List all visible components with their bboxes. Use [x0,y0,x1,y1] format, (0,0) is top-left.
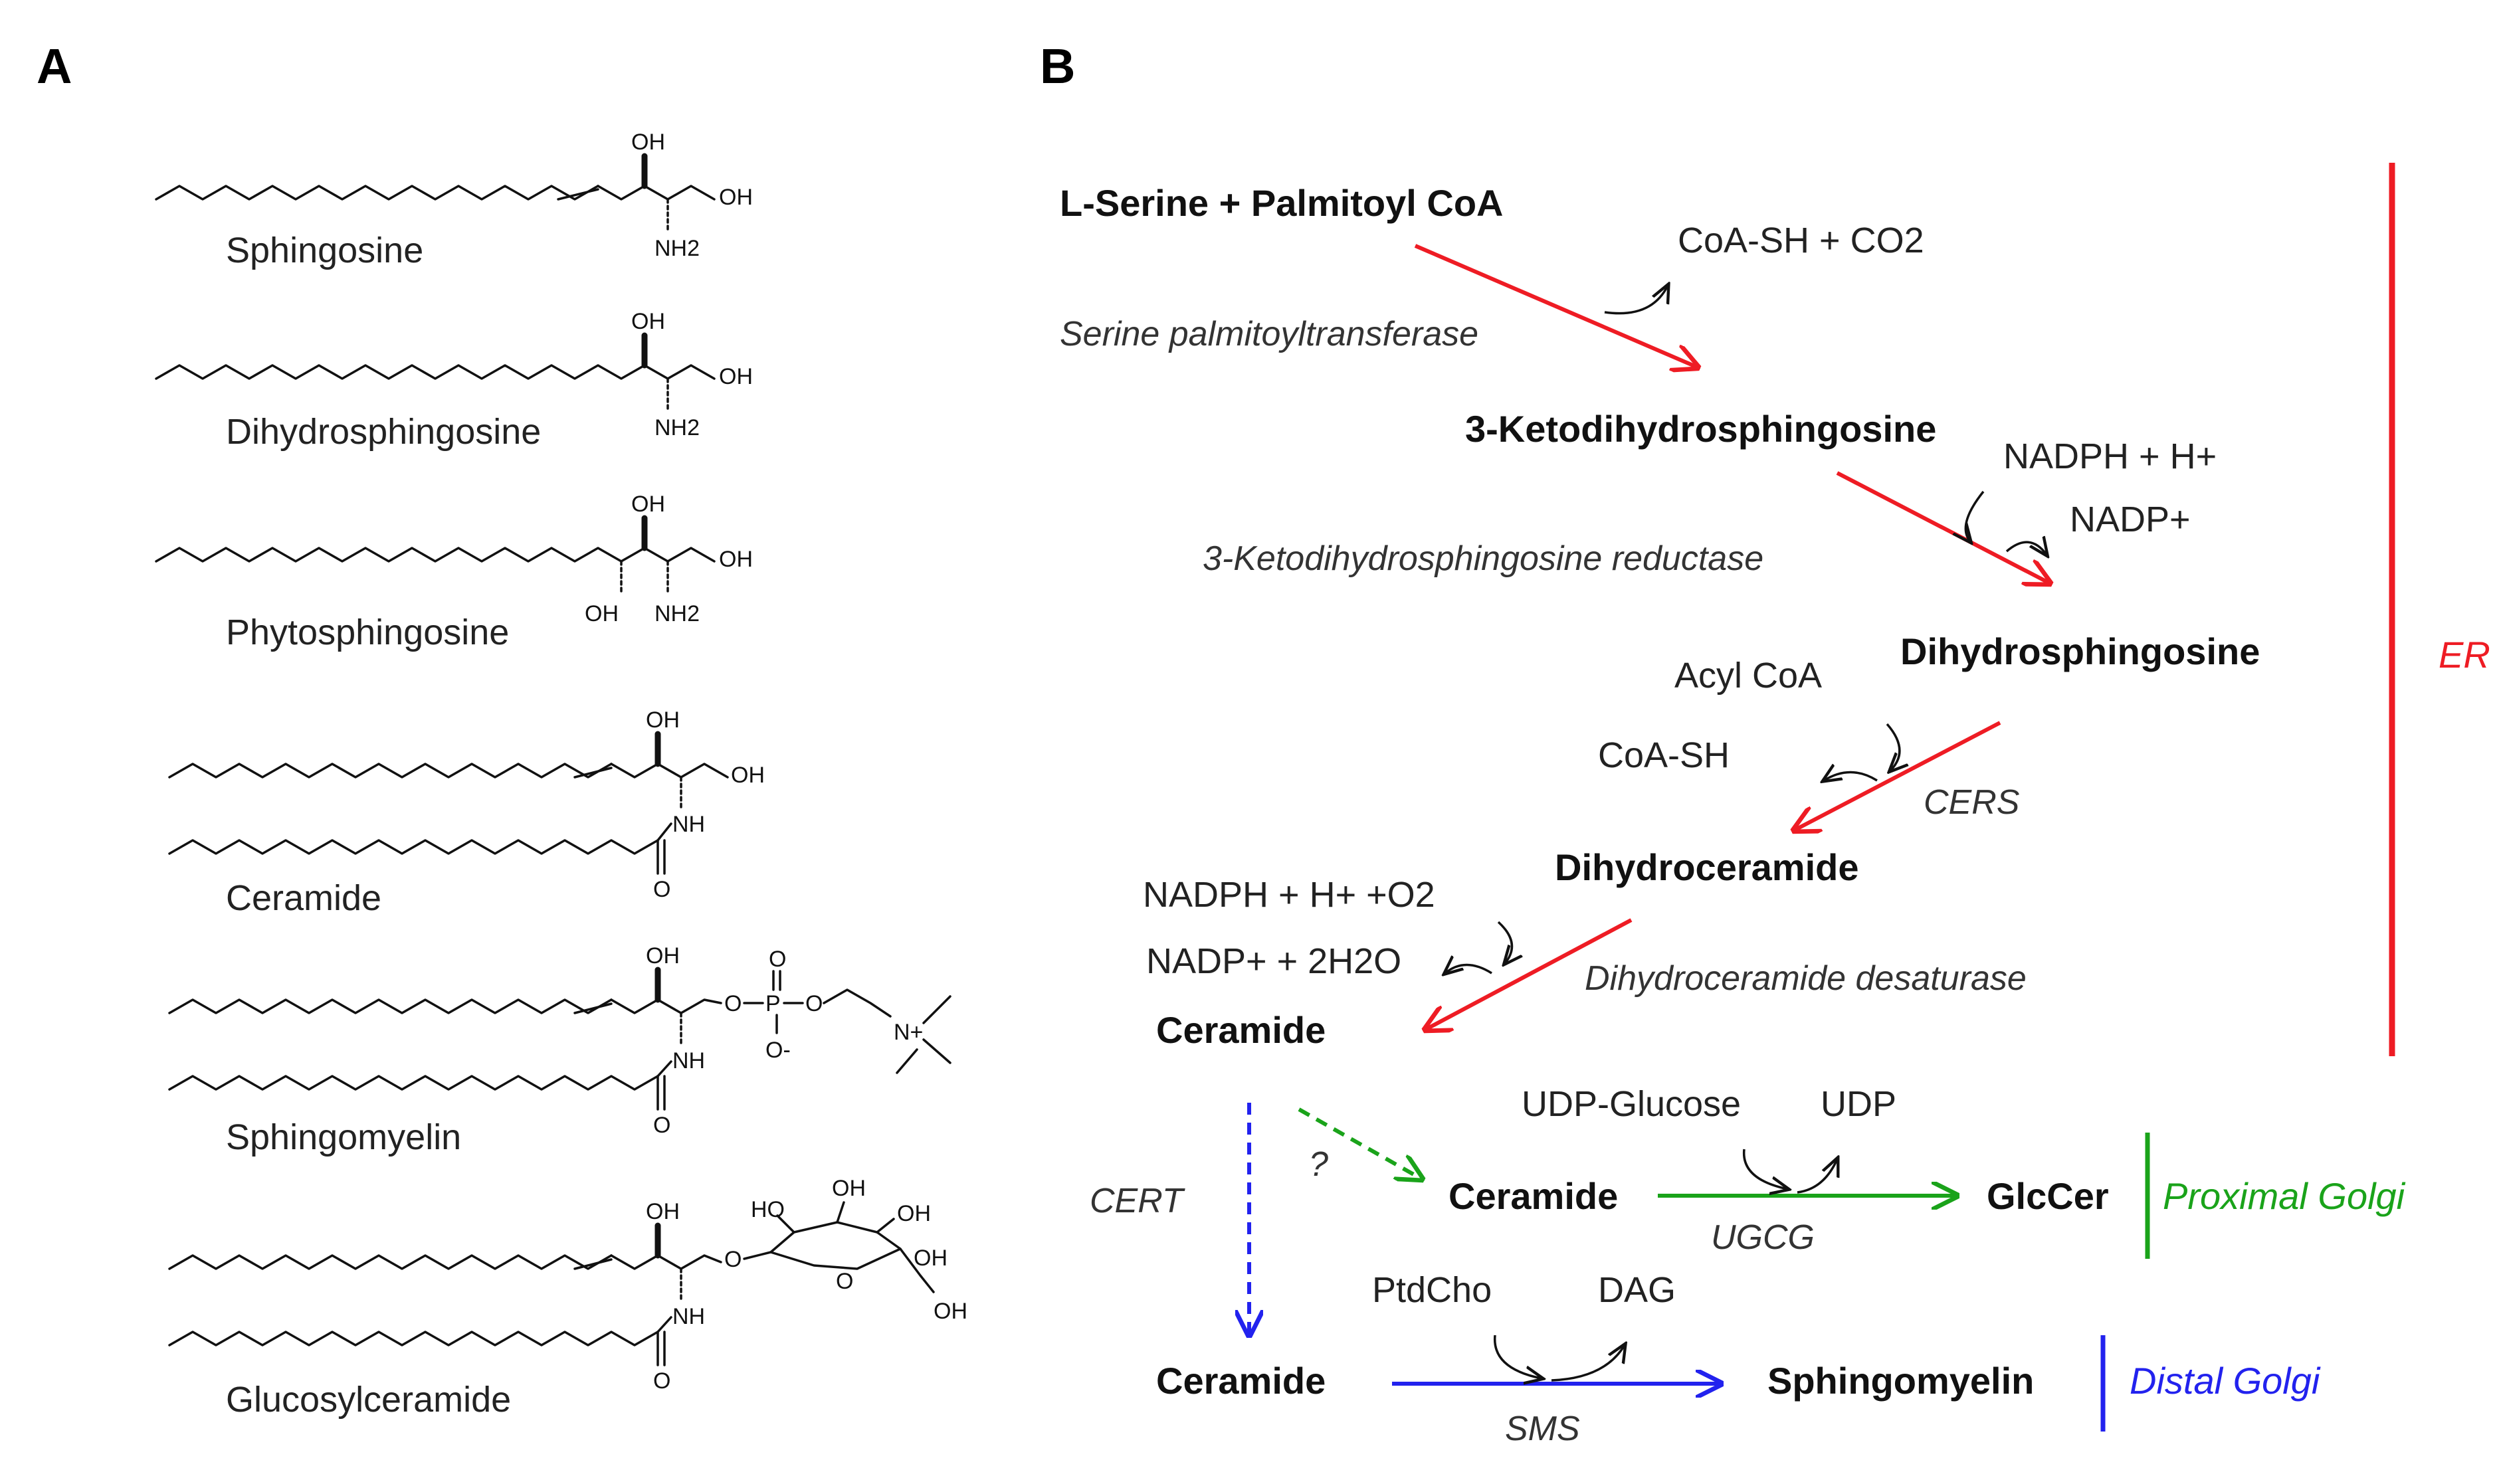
phytosphingosine-oh: OH [631,492,665,517]
step2-arrow [1836,471,2050,583]
sphingomyelin-o1: O [724,991,742,1016]
glucosylceramide-o2: O [653,1368,670,1394]
phytosphingosine-name: Phytosphingosine [226,612,509,652]
enzyme-dihydroceramide-desaturase: Dihydroceramide desaturase [1585,959,2027,998]
substrate-label: L-Serine + Palmitoyl CoA [1060,182,1504,224]
structure-dihydrosphingosine [155,332,716,410]
sphingomyelin-o2: O [769,947,786,972]
cofactor-nadph-h-o2: NADPH + H+ +O2 [1143,875,1435,915]
product-sphingomyelin: Sphingomyelin [1767,1360,2034,1402]
cofactor-nadph-h: NADPH + H+ [2003,436,2217,476]
glucosylceramide-nh: NH [672,1304,705,1329]
step3-cofactor-in-curl [1886,723,1900,771]
ugcg-cofactor-in-curl [1742,1149,1787,1189]
distal-ceramide-label: Ceramide [1156,1360,1326,1402]
glucosylceramide-ring-o: O [836,1269,853,1294]
ceramide-o: O [653,877,670,902]
product-dihydroceramide: Dihydroceramide [1555,846,1859,888]
proximal-golgi-label: Proximal Golgi [2163,1175,2406,1217]
sphingomyelin-n-plus: N+ [894,1020,923,1045]
glucosylceramide-name: Glucosylceramide [226,1380,511,1420]
structure-sphingomyelin [168,967,951,1111]
cofactor-coash-co2: CoA-SH + CO2 [1678,221,1924,260]
structure-sphingosine [155,153,716,231]
enzyme-ketodihydrosphingosine-reductase: 3-Ketodihydrosphingosine reductase [1203,539,1763,578]
cofactor-udp-glucose: UDP-Glucose [1522,1084,1741,1124]
ceramide-nh: NH [672,812,705,837]
step4-cofactor-out-curl [1445,965,1492,974]
er-label: ER [2439,634,2490,676]
step4-arrow [1425,918,1633,1030]
structure-glucosylceramide [168,1201,935,1366]
enzyme-sms: SMS [1505,1410,1580,1448]
glucosylceramide-oh2: OH [832,1176,866,1201]
step2-cofactor-out-curl [2005,542,2047,555]
dihydrosphingosine-name: Dihydrosphingosine [226,412,541,452]
panel-b-label: B [1040,39,1075,94]
step2-cofactor-in-curl [1965,490,1985,541]
sms-cofactor-out-curl [1551,1345,1625,1382]
sphingomyelin-name: Sphingomyelin [226,1117,461,1157]
step3-arrow [1794,721,2001,830]
ceramide-name: Ceramide [226,878,381,918]
sphingomyelin-nh: NH [672,1048,705,1073]
cofactor-dag: DAG [1598,1270,1676,1310]
phytosphingosine-oh2: OH [719,547,753,572]
phytosphingosine-oh3: OH [585,601,619,626]
distal-golgi-label: Distal Golgi [2130,1360,2321,1402]
enzyme-ugcg: UGCG [1711,1218,1815,1257]
dihydrosphingosine-oh2: OH [719,364,753,389]
cofactor-nadp: NADP+ [2070,500,2191,539]
enzyme-serine-palmitoyltransferase: Serine palmitoyltransferase [1060,315,1478,353]
cofactor-coash: CoA-SH [1598,735,1730,775]
product-glccer: GlcCer [1987,1175,2109,1217]
ugcg-cofactor-out-curl [1797,1159,1837,1194]
enzyme-cers: CERS [1924,783,2020,822]
step1-arrow [1414,244,1698,367]
cofactor-ptdcho: PtdCho [1372,1270,1492,1310]
structure-ceramide [168,731,729,875]
sphingomyelin-o-minus: O- [765,1038,791,1063]
glucosylceramide-oh5: OH [934,1299,967,1324]
phytosphingosine-nh2: NH2 [654,601,700,626]
sphingomyelin-p: P [765,991,781,1016]
sphingosine-oh: OH [631,130,665,155]
product-ketodihydrosphingosine: 3-Ketodihydrosphingosine [1465,408,1936,450]
sphingosine-name: Sphingosine [226,231,423,270]
product-ceramide-er: Ceramide [1156,1009,1326,1051]
cert-label: CERT [1090,1182,1185,1220]
cofactor-acyl-coa: Acyl CoA [1674,656,1822,696]
glucosylceramide-oh4: OH [914,1246,948,1271]
dihydrosphingosine-nh2: NH2 [654,415,700,440]
step4-cofactor-in-curl [1497,921,1512,963]
sms-cofactor-in-curl [1494,1335,1542,1378]
step3-cofactor-out-curl [1824,773,1878,781]
sphingomyelin-o4: O [653,1113,670,1138]
sphingomyelin-oh: OH [646,943,680,969]
step1-cofactor-curl [1604,286,1668,315]
product-dihydrosphingosine: Dihydrosphingosine [1900,630,2260,672]
ceramide-oh2: OH [731,763,765,788]
glucosylceramide-oh: OH [646,1199,680,1224]
sphingosine-nh2: NH2 [654,236,700,261]
golgi-ceramide-label: Ceramide [1448,1175,1618,1217]
cofactor-udp: UDP [1821,1084,1896,1124]
unknown-transport-question: ? [1309,1145,1328,1184]
glucosylceramide-oh3: OH [897,1201,931,1226]
glucosylceramide-ho: HO [751,1197,785,1222]
panel-a-label: A [37,39,72,94]
cofactor-nadp-2h2o: NADP+ + 2H2O [1146,941,1401,981]
sphingomyelin-o3: O [805,991,823,1016]
dihydrosphingosine-oh: OH [631,309,665,334]
ceramide-oh: OH [646,707,680,733]
sphingosine-oh2: OH [719,185,753,210]
structure-phytosphingosine [155,515,716,593]
glucosylceramide-o1: O [724,1247,742,1272]
vesicular-transport-arrow [1298,1107,1422,1179]
